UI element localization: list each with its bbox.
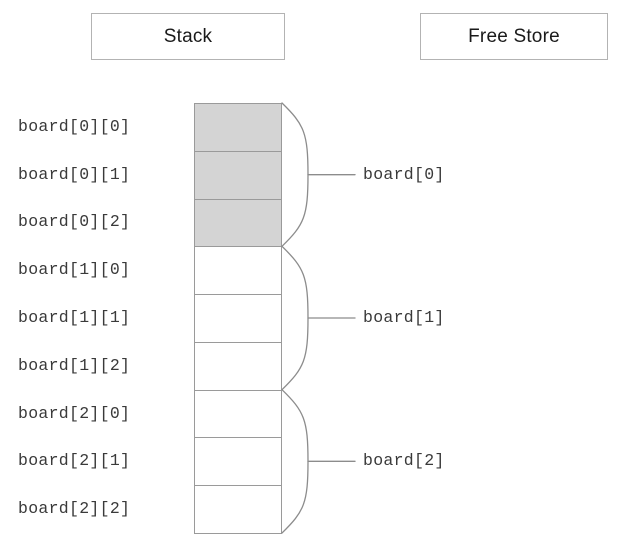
group-label-0: board[0] [363,164,445,184]
stack-cell-2 [194,198,282,248]
cell-label-7: board[2][1] [18,451,131,471]
cell-label-5: board[1][2] [18,355,131,375]
cell-label-4: board[1][1] [18,308,131,327]
stack-cell-5 [194,341,282,391]
brace-0 [281,102,309,247]
group-label-1: board[1] [363,308,445,327]
cell-label-8: board[2][2] [18,499,131,519]
group-label-2: board[2] [363,451,445,471]
header-label-stack: Stack [163,25,213,47]
cell-label-6: board[2][0] [18,403,131,423]
stack-cell-6 [194,389,282,439]
cell-label-3: board[1][0] [18,260,131,280]
stack-cell-3 [194,246,282,296]
brace-1 [281,245,309,391]
stack-cell-4 [194,294,282,343]
cell-label-2: board[0][2] [18,212,131,232]
stack-cell-1 [194,150,282,200]
cell-label-0: board[0][0] [18,116,131,136]
stack-cell-8 [194,485,282,534]
brace-2 [281,389,309,534]
header-box-stack: Stack [91,13,285,60]
cell-label-1: board[0][1] [18,164,131,184]
stack-cell-0 [194,103,282,152]
header-label-free-store: Free Store [468,25,560,47]
header-box-free-store: Free Store [420,13,608,60]
stack-cell-7 [194,437,282,487]
